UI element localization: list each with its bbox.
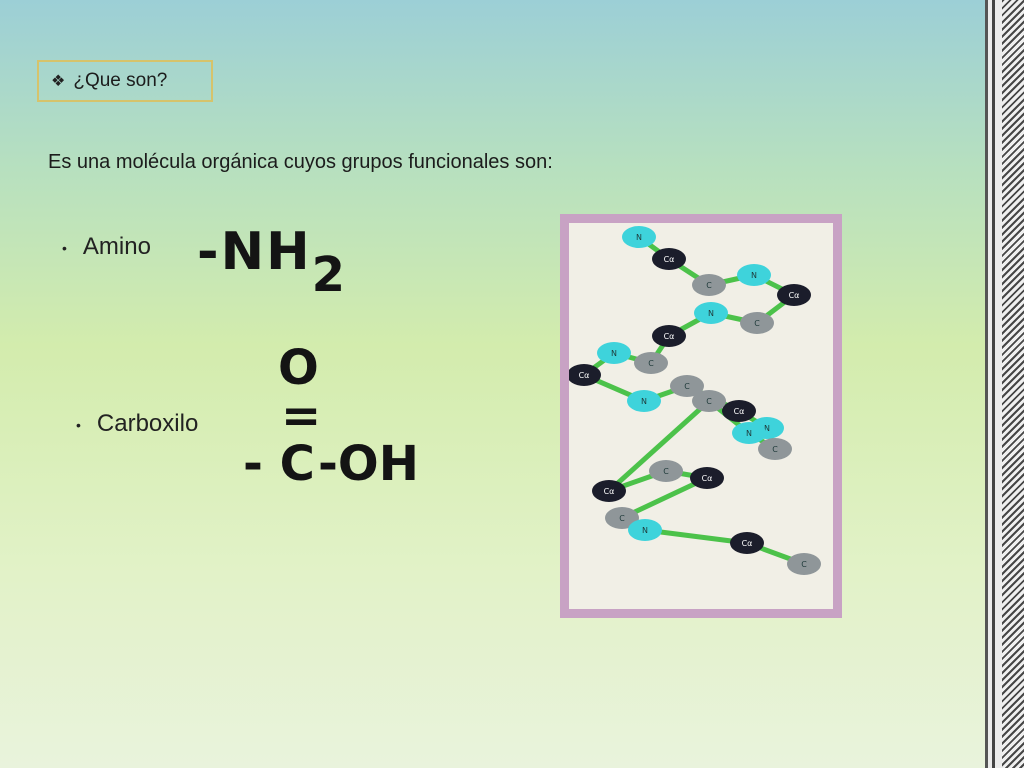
carboxyl-carbon: - C: [243, 436, 315, 492]
atom-ca: Cα: [592, 480, 626, 502]
atom-c: C: [670, 375, 704, 397]
atom-n: N: [627, 390, 661, 412]
title-text: ¿Que son?: [73, 70, 168, 91]
svg-text:Cα: Cα: [664, 332, 675, 341]
atom-ca: Cα: [652, 248, 686, 270]
svg-text:N: N: [764, 424, 770, 433]
carboxyl-hydroxyl: -OH: [318, 436, 419, 492]
atom-n: N: [737, 264, 771, 286]
svg-text:N: N: [642, 526, 648, 535]
atom-c: C: [692, 390, 726, 412]
atom-n: N: [597, 342, 631, 364]
bond: [607, 399, 711, 493]
atom-n: N: [732, 422, 766, 444]
svg-text:Cα: Cα: [789, 291, 800, 300]
svg-text:C: C: [754, 319, 760, 328]
svg-text:N: N: [636, 233, 642, 242]
atom-n: N: [622, 226, 656, 248]
svg-text:C: C: [706, 281, 712, 290]
atom-ca: Cα: [567, 364, 601, 386]
carboxyl-oxygen: O: [278, 340, 319, 396]
carboxyl-double-bond: =: [281, 388, 322, 444]
svg-text:N: N: [641, 397, 647, 406]
diamond-cluster-icon: ❖: [51, 73, 66, 90]
svg-text:Cα: Cα: [604, 487, 615, 496]
atom-ca: Cα: [777, 284, 811, 306]
svg-text:C: C: [663, 467, 669, 476]
atom-ca: Cα: [690, 467, 724, 489]
svg-text:N: N: [708, 309, 714, 318]
intro-text: Es una molécula orgánica cuyos grupos fu…: [48, 151, 553, 173]
atom-c: C: [605, 507, 639, 529]
amino-formula: -NH2: [197, 222, 347, 303]
amino-formula-subscript: 2: [311, 247, 348, 303]
svg-text:C: C: [684, 382, 690, 391]
slide-edge-decoration: [985, 0, 1024, 768]
svg-text:Cα: Cα: [702, 474, 713, 483]
svg-text:N: N: [746, 429, 752, 438]
svg-text:Cα: Cα: [664, 255, 675, 264]
bullet-dot: •: [76, 416, 81, 433]
bullet-dot: •: [62, 239, 67, 256]
carboxilo-label: Carboxilo: [96, 410, 199, 437]
atom-c: C: [740, 312, 774, 334]
atom-c: C: [758, 438, 792, 460]
atom-c: C: [634, 352, 668, 374]
atom-c: C: [787, 553, 821, 575]
list-item-carboxilo: • Carboxilo: [76, 410, 198, 438]
atom-ca: Cα: [722, 400, 756, 422]
svg-text:C: C: [801, 560, 807, 569]
atom-c: C: [649, 460, 683, 482]
svg-text:N: N: [751, 271, 757, 280]
amino-formula-main: NH: [220, 222, 312, 282]
svg-text:Cα: Cα: [742, 539, 753, 548]
bond: [620, 475, 709, 521]
atom-c: C: [692, 274, 726, 296]
atom-ca: Cα: [730, 532, 764, 554]
atom-n: N: [628, 519, 662, 541]
list-item-amino: • Amino: [62, 233, 151, 261]
svg-text:C: C: [648, 359, 654, 368]
svg-text:C: C: [619, 514, 625, 523]
amino-formula-dash: -: [197, 222, 221, 282]
amino-label: Amino: [82, 233, 151, 260]
svg-text:Cα: Cα: [579, 371, 590, 380]
svg-text:C: C: [772, 445, 778, 454]
atom-n: N: [694, 302, 728, 324]
svg-text:C: C: [706, 397, 712, 406]
svg-text:N: N: [611, 349, 617, 358]
atom-ca: Cα: [652, 325, 686, 347]
svg-text:Cα: Cα: [734, 407, 745, 416]
bond: [644, 527, 748, 546]
title-box: ❖ ¿Que son?: [37, 60, 213, 102]
